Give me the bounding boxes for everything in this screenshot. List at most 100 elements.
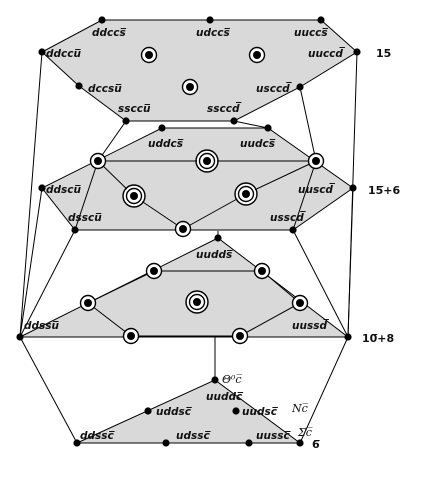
state-center-dot <box>94 157 102 165</box>
state-center-dot <box>38 184 46 192</box>
state-circled-dot <box>89 152 107 170</box>
state-center-dot <box>232 407 240 415</box>
label-uussc: uussc̅ <box>256 430 291 442</box>
label-ddscu: ddscu̅ <box>46 184 82 196</box>
label-usccd: usccd̅ <box>256 82 292 95</box>
state-center-dot <box>73 439 81 447</box>
state-center-dot <box>127 332 135 340</box>
state-dot <box>245 439 253 447</box>
state-dot <box>144 407 152 415</box>
label-uudds: uudds̅ <box>196 249 233 261</box>
state-circled-dot <box>145 262 163 280</box>
label-ssccu: ssccu̅ <box>118 103 151 115</box>
label-udccs: udccs̅ <box>196 27 230 39</box>
state-dot <box>73 439 81 447</box>
state-circled-dot <box>79 294 97 312</box>
state-center-dot <box>16 333 24 341</box>
state-circled-dot <box>174 220 192 238</box>
state-center-dot <box>193 298 201 306</box>
state-center-dot <box>296 439 304 447</box>
state-center-dot <box>236 332 244 340</box>
state-dot <box>98 16 106 24</box>
state-center-dot <box>312 157 320 165</box>
label-uudsc: uudsc̅ <box>242 406 278 418</box>
state-circled-dot <box>181 78 199 96</box>
state-center-dot <box>203 157 211 165</box>
state-center-dot <box>158 124 166 132</box>
state-dot <box>71 226 79 234</box>
state-dot <box>38 184 46 192</box>
state-center-dot <box>296 299 304 307</box>
state-dot <box>75 82 83 90</box>
state-center-dot <box>211 376 219 384</box>
state-dot <box>289 226 297 234</box>
state-circled-dot <box>140 46 158 64</box>
state-dot <box>232 407 240 415</box>
state-center-dot <box>349 184 357 192</box>
state-outer-ring <box>234 182 258 206</box>
state-circled-dot <box>185 290 209 314</box>
state-dot <box>122 117 130 125</box>
state-dot <box>162 439 170 447</box>
label-usscd: usscd̅ <box>270 211 306 224</box>
state-center-dot <box>289 226 297 234</box>
multiplet-15bar-6: 15̅+6 <box>368 184 401 197</box>
label-dsscu: dsscu̅ <box>68 212 102 224</box>
state-dot <box>38 48 46 56</box>
state-center-dot <box>122 117 130 125</box>
state-dot <box>16 333 24 341</box>
state-circled-dot <box>253 262 271 280</box>
state-dot <box>353 48 361 56</box>
state-center-dot <box>75 82 83 90</box>
label-ssccd: ssccd̅ <box>207 102 242 115</box>
state-circled-dot <box>122 184 146 208</box>
state-circled-dot <box>307 152 325 170</box>
state-dot <box>230 117 238 125</box>
state-center-dot <box>186 83 194 91</box>
state-center-dot <box>353 48 361 56</box>
state-center-dot <box>130 192 138 200</box>
state-center-dot <box>38 48 46 56</box>
label-uddcs: uddcs̅ <box>148 138 183 150</box>
state-center-dot <box>145 51 153 59</box>
label-dccsu: dccsu̅ <box>88 83 122 95</box>
state-center-dot <box>179 225 187 233</box>
state-center-dot <box>206 16 214 24</box>
multiplet-15: 15 <box>376 47 391 60</box>
label-ddccu: ddccu̅ <box>46 48 81 60</box>
state-center-dot <box>71 226 79 234</box>
multiplet-10bar-8: 10̅+8 <box>362 332 394 345</box>
state-center-dot <box>84 299 92 307</box>
label-ddssu: ddssu̅ <box>24 320 60 332</box>
state-dot <box>264 124 272 132</box>
state-outer-ring <box>195 149 219 173</box>
state-circled-dot <box>234 182 258 206</box>
state-dot <box>296 439 304 447</box>
label-ddccs: ddccs̅ <box>92 27 126 39</box>
state-center-dot <box>162 439 170 447</box>
state-circled-dot <box>248 46 266 64</box>
state-dot <box>344 333 352 341</box>
state-center-dot <box>253 51 261 59</box>
state-dot <box>211 376 219 384</box>
state-dot <box>158 124 166 132</box>
state-circled-dot <box>122 327 140 345</box>
label-uuddc: uuddc̅ <box>206 391 243 403</box>
state-center-dot <box>214 234 222 242</box>
state-circled-dot <box>231 327 249 345</box>
label-uussd: uussd̅ <box>292 319 329 332</box>
nodes <box>16 16 361 447</box>
label-ddssc: ddssc̅ <box>80 430 115 442</box>
state-outer-ring <box>122 184 146 208</box>
state-center-dot <box>296 83 304 91</box>
state-center-dot <box>344 333 352 341</box>
label-uudcs: uudcs̅ <box>240 138 275 150</box>
state-dot <box>349 184 357 192</box>
state-center-dot <box>245 439 253 447</box>
state-dot <box>296 83 304 91</box>
state-center-dot <box>258 267 266 275</box>
annotation-nc: Nc̅ <box>291 402 308 415</box>
state-center-dot <box>150 267 158 275</box>
state-center-dot <box>98 16 106 24</box>
